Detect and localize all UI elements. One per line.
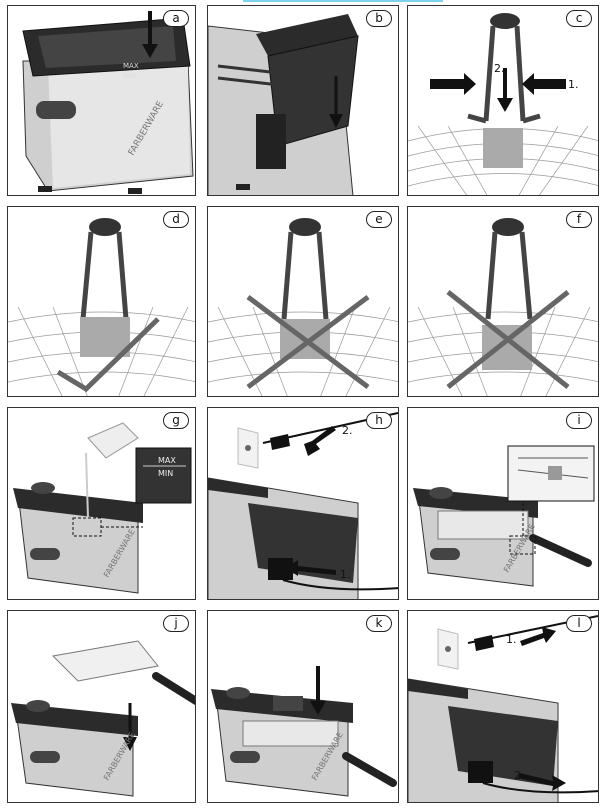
- fryer-container-illustration: MAX MIN FARBERWARE: [22, 11, 194, 194]
- basket-handle-attach-illustration: 1. 2.: [408, 13, 598, 195]
- insert-basket-illustration: FARBERWARE: [11, 640, 195, 797]
- lower-basket-illustration: FARBERWARE: [211, 666, 397, 797]
- fill-oil-illustration: MAX MIN FARBERWARE: [13, 422, 192, 594]
- step-1-label: 1.: [506, 633, 517, 646]
- min-mark: MIN: [123, 72, 136, 80]
- step-label: h: [366, 412, 392, 429]
- panel-d: d: [7, 206, 196, 397]
- panel-l: 1. 2. l: [407, 610, 599, 803]
- panel-i: FARBERWARE i: [407, 407, 599, 600]
- step-label: a: [163, 10, 189, 27]
- panel-c: 1. 2. c: [407, 5, 599, 196]
- panel-f: f: [407, 206, 599, 397]
- panel-g: MAX MIN FARBERWARE g: [7, 407, 196, 600]
- step-2-label: 2.: [494, 62, 505, 75]
- max-mark: MAX: [158, 456, 176, 465]
- panel-a: MAX MIN FARBERWARE a: [7, 5, 196, 196]
- step-label: i: [566, 412, 592, 429]
- step-label: k: [366, 615, 392, 632]
- step-label: g: [163, 412, 189, 429]
- max-mark: MAX: [123, 62, 139, 70]
- panel-e: e: [207, 206, 399, 397]
- handle-wrong-position-illustration: [408, 218, 598, 396]
- top-accent-line: [243, 0, 443, 2]
- step-label: c: [566, 10, 592, 27]
- plug-in-illustration: 2. 1.: [208, 412, 398, 599]
- panel-b: b: [207, 5, 399, 196]
- basket-hook-illustration: FARBERWARE: [413, 445, 595, 587]
- step-1-label: 1.: [340, 568, 351, 581]
- step-label: f: [566, 211, 592, 228]
- step-1-label: 1.: [568, 78, 579, 91]
- step-label: b: [366, 10, 392, 27]
- handle-wrong-position-illustration: [208, 218, 398, 396]
- unplug-illustration: 1. 2.: [408, 615, 598, 802]
- handle-correct-position-illustration: [8, 218, 195, 396]
- min-mark: MIN: [158, 469, 173, 478]
- control-panel-attach-illustration: [208, 14, 359, 195]
- panel-k: FARBERWARE k: [207, 610, 399, 803]
- step-2-label: 2.: [514, 769, 525, 782]
- step-label: d: [163, 211, 189, 228]
- step-2-label: 2.: [342, 424, 353, 437]
- step-label: l: [566, 615, 592, 632]
- step-label: e: [366, 211, 392, 228]
- panel-h: 2. 1. h: [207, 407, 399, 600]
- step-label: j: [163, 615, 189, 632]
- panel-j: FARBERWARE j: [7, 610, 196, 803]
